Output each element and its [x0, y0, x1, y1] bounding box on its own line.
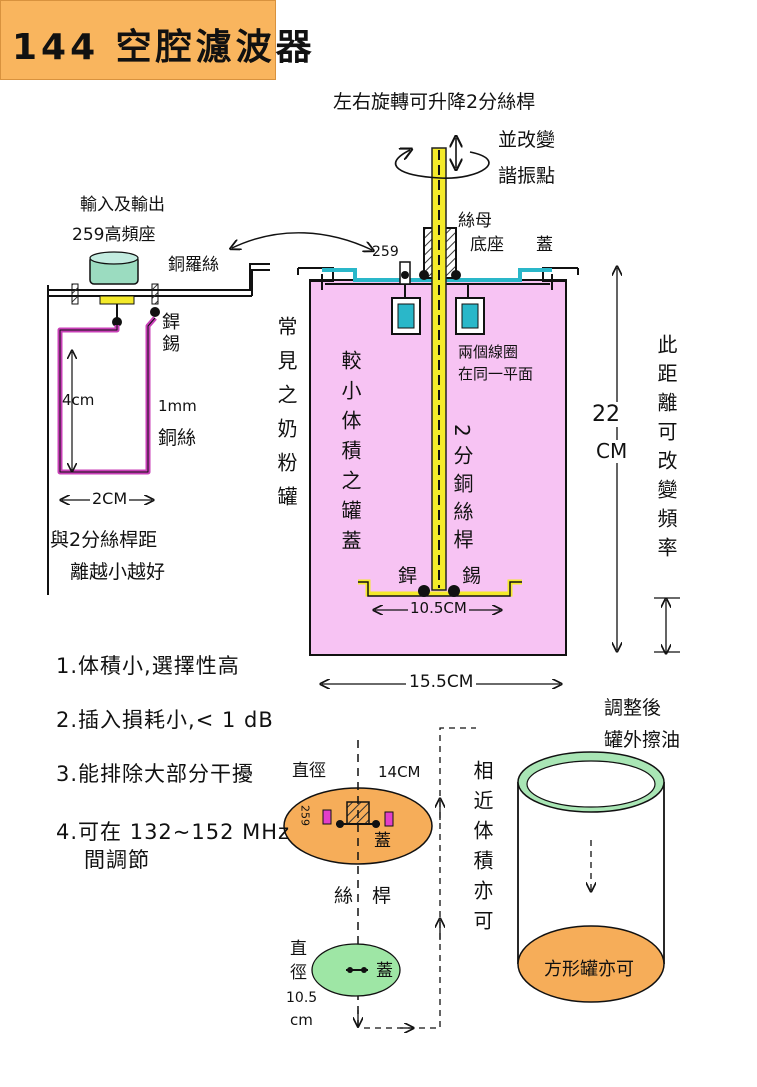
bottom-view-dia-1: 直	[290, 939, 307, 959]
solder-bottom-2: 錫	[462, 565, 482, 587]
two-coils-label-1: 兩個線圈	[458, 343, 519, 361]
wire-1mm-label: 1mm	[158, 397, 197, 415]
dim-10-5-label: 10.5CM	[408, 599, 469, 618]
distance-freq-label: 此距離可改變頻率	[654, 334, 678, 566]
rotate-note-3: 諧振點	[498, 165, 556, 187]
bottom-view-dia-4: cm	[290, 1011, 313, 1029]
wire-copper-label: 銅絲	[158, 427, 197, 449]
base-label: 底座	[470, 235, 504, 255]
cylinder	[517, 751, 665, 1003]
bottom-view-dia-2: 徑	[290, 963, 307, 983]
label-259-main: 259	[372, 244, 399, 260]
solder-dot	[448, 585, 460, 597]
connector-note-2: 259高頻座	[72, 225, 156, 245]
nut-label: 絲母	[458, 211, 492, 231]
dim-2cm-label: 2CM	[90, 489, 130, 509]
dim-4cm-label: 4cm	[62, 391, 95, 409]
small-cover-label: 較小体積之罐蓋	[338, 350, 362, 560]
rotate-arrow	[394, 150, 490, 179]
rod-mid-label-1: 絲	[334, 885, 354, 907]
feature-4: 4.可在 132~152 MHz	[56, 820, 291, 844]
rotate-note-2: 並改變	[498, 129, 556, 151]
feature-5: 間調節	[84, 848, 150, 872]
feature-2: 2.插入損耗小,< 1 dB	[56, 708, 274, 732]
page-title: 144 空腔濾波器	[12, 27, 316, 68]
bottom-view-cover-label: 蓋	[376, 961, 393, 981]
rod-label: 2分銅絲桿	[450, 424, 474, 557]
top-view-dia-value: 14CM	[378, 763, 421, 781]
dim-22-label: 22	[592, 402, 620, 428]
top-view-dia-label: 直徑	[292, 761, 326, 781]
copper-wire-label: 銅羅絲	[168, 255, 219, 275]
feature-1: 1.体積小,選擇性高	[56, 654, 240, 678]
feature-3: 3.能排除大部分干擾	[56, 762, 255, 786]
top-view-cover-label: 蓋	[374, 831, 391, 851]
coil-left	[391, 297, 421, 335]
title-box: 144 空腔濾波器	[0, 0, 312, 80]
common-can-label: 常見之奶粉罐	[274, 316, 298, 520]
solder-dot	[419, 270, 429, 280]
small-can-cover	[358, 579, 522, 597]
bottom-view-dia-3: 10.5	[286, 990, 318, 1006]
coil-right	[455, 297, 485, 335]
connector-detail	[47, 251, 270, 595]
solder-bottom-1: 銲	[398, 565, 418, 587]
rotate-note-1: 左右旋轉可升降2分絲桿	[333, 91, 536, 113]
solder-dot	[418, 585, 430, 597]
distance-note-1: 與2分絲桿距	[50, 529, 158, 551]
similar-volume-label: 相近体積亦可	[470, 760, 494, 940]
distance-note-2: 離越小越好	[70, 561, 166, 583]
cover-label: 蓋	[536, 235, 553, 255]
top-view-coil	[384, 811, 394, 827]
solder-left-label: 銲錫	[159, 312, 180, 356]
solder-dot	[451, 270, 461, 280]
connector-note-1: 輸入及輸出	[80, 195, 165, 215]
top-view-259-label: 259	[298, 805, 312, 826]
rod-mid-label-2: 桿	[372, 885, 392, 907]
two-coils-label-2: 在同一平面	[458, 365, 534, 383]
link-arrow	[232, 232, 372, 250]
square-can-label: 方形罐亦可	[544, 959, 634, 980]
dim-22-unit: CM	[596, 439, 628, 463]
top-view-coil	[322, 809, 332, 825]
dim-15-5-label: 15.5CM	[406, 672, 477, 693]
outside-note-2: 罐外擦油	[604, 729, 681, 751]
outside-note-1: 調整後	[604, 697, 662, 719]
